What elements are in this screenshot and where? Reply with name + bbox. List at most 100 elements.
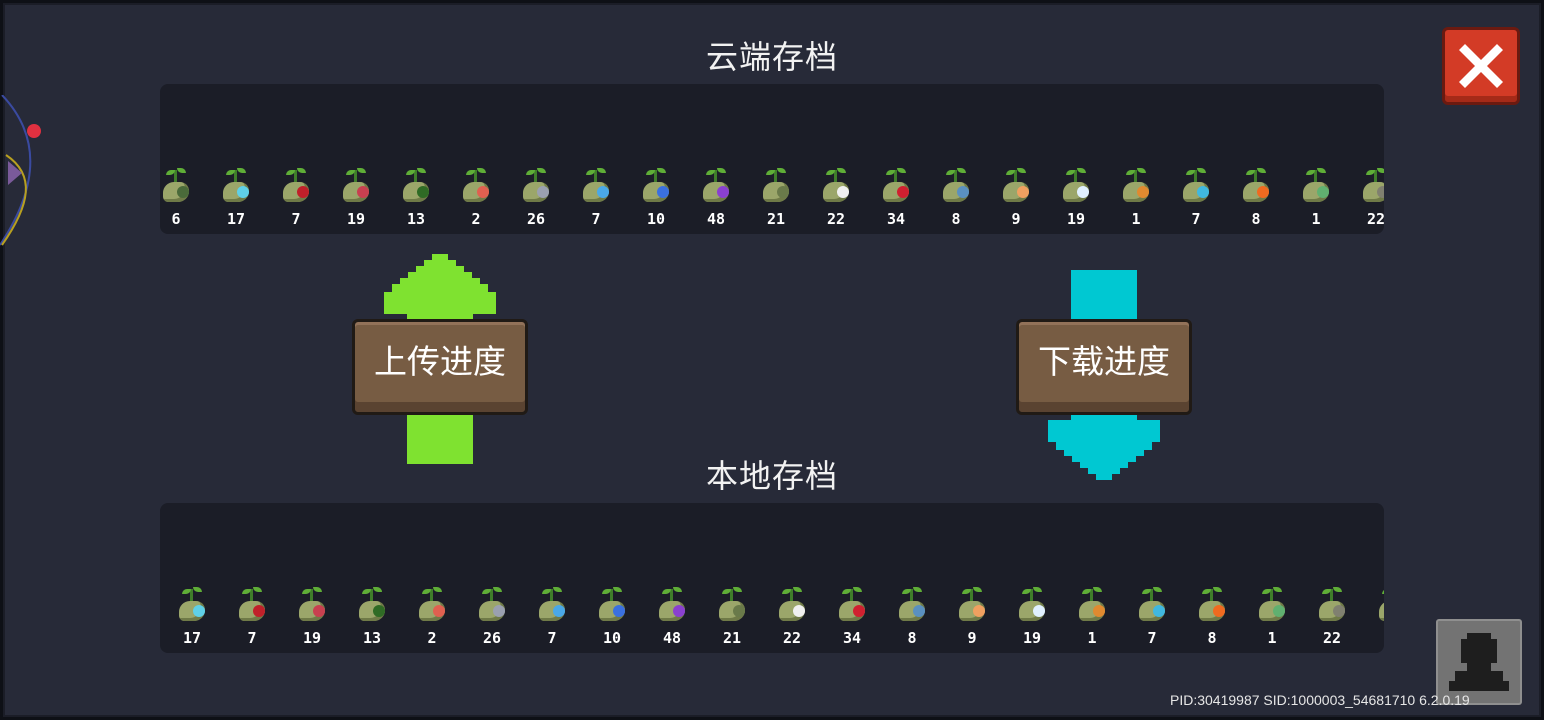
leaf-icon xyxy=(1137,168,1146,173)
flower-icon xyxy=(957,186,969,198)
leaf-icon xyxy=(237,168,246,173)
leaf-icon xyxy=(1153,587,1162,592)
leaf-icon xyxy=(166,170,175,175)
seed-count: 34 xyxy=(842,629,862,647)
seed-count: 1 xyxy=(1267,629,1277,647)
leaf-icon xyxy=(302,589,311,594)
seed-count: 21 xyxy=(766,210,786,228)
leaf-icon xyxy=(662,589,671,594)
flower-icon xyxy=(853,605,865,617)
leaf-icon xyxy=(313,587,322,592)
flower-icon xyxy=(553,605,565,617)
side-drawer-handle[interactable] xyxy=(0,95,45,255)
leaf-icon xyxy=(957,168,966,173)
sprout-stem xyxy=(1330,589,1333,603)
sprout-stem xyxy=(850,589,853,603)
flower-icon xyxy=(417,186,429,198)
sprout-stem xyxy=(654,170,657,184)
seed-count: 34 xyxy=(886,210,906,228)
flower-icon xyxy=(793,605,805,617)
leaf-icon xyxy=(1246,170,1255,175)
seed-count: 21 xyxy=(722,629,742,647)
seed-count: 8 xyxy=(907,629,917,647)
leaf-icon xyxy=(477,168,486,173)
leaf-icon xyxy=(793,587,802,592)
sprout-stem xyxy=(910,589,913,603)
leaf-icon xyxy=(1322,589,1331,594)
leaf-icon xyxy=(782,589,791,594)
seed-count: 7 xyxy=(1147,629,1157,647)
seed-item: 48 xyxy=(642,583,702,649)
leaf-icon xyxy=(482,589,491,594)
flower-icon xyxy=(177,186,189,198)
sprout-stem xyxy=(954,170,957,184)
sprout-stem xyxy=(594,170,597,184)
seed-item: 7 xyxy=(566,164,626,230)
seed-item: 7 xyxy=(222,583,282,649)
sprout-stem xyxy=(1314,170,1317,184)
local-save-title: 本地存档 xyxy=(705,457,838,495)
seed-item: 2 xyxy=(446,164,506,230)
leaf-icon xyxy=(853,587,862,592)
seed-item: 19 xyxy=(1002,583,1062,649)
sprout-stem xyxy=(294,170,297,184)
seed-item: 22 xyxy=(806,164,866,230)
flower-icon xyxy=(657,186,669,198)
seed-count: 22 xyxy=(782,629,802,647)
avatar-button[interactable] xyxy=(1436,619,1522,705)
seed-count: 10 xyxy=(602,629,622,647)
upload-progress-button[interactable]: 上传进度 xyxy=(352,319,528,415)
leaf-icon xyxy=(913,587,922,592)
leaf-icon xyxy=(897,168,906,173)
sprout-stem xyxy=(714,170,717,184)
cloud-save-title: 云端存档 xyxy=(705,38,838,76)
leaf-icon xyxy=(537,168,546,173)
seed-count: 48 xyxy=(662,629,682,647)
flower-icon xyxy=(357,186,369,198)
seed-count: 19 xyxy=(1066,210,1086,228)
seed-count: 1 xyxy=(1087,629,1097,647)
close-button[interactable] xyxy=(1442,27,1520,105)
flower-icon xyxy=(537,186,549,198)
sprout-stem xyxy=(1254,170,1257,184)
leaf-icon xyxy=(1317,168,1326,173)
sprout-stem xyxy=(414,170,417,184)
download-progress-button[interactable]: 下载进度 xyxy=(1016,319,1192,415)
sprout-stem xyxy=(610,589,613,603)
leaf-icon xyxy=(826,170,835,175)
seed-item: 8 xyxy=(882,583,942,649)
flower-icon xyxy=(897,186,909,198)
leaf-icon xyxy=(962,589,971,594)
leaf-icon xyxy=(602,589,611,594)
leaf-icon xyxy=(842,589,851,594)
leaf-icon xyxy=(777,168,786,173)
leaf-icon xyxy=(253,587,262,592)
leaf-icon xyxy=(1186,170,1195,175)
sprout-stem xyxy=(234,170,237,184)
sprout-stem xyxy=(474,170,477,184)
seed-icon xyxy=(1379,601,1384,621)
leaf-icon xyxy=(1066,170,1075,175)
seed-item: 17 xyxy=(206,164,266,230)
seed-item: 6 xyxy=(160,164,206,230)
sprout-stem xyxy=(970,589,973,603)
leaf-icon xyxy=(1093,587,1102,592)
seed-item: 13 xyxy=(386,164,446,230)
leaf-icon xyxy=(466,170,475,175)
leaf-icon xyxy=(542,589,551,594)
leaf-icon xyxy=(1213,587,1222,592)
seed-count: 2 xyxy=(471,210,481,228)
seed-item: 7 xyxy=(1122,583,1182,649)
sprout-stem xyxy=(534,170,537,184)
seed-count: 26 xyxy=(526,210,546,228)
flower-icon xyxy=(1017,186,1029,198)
leaf-icon xyxy=(422,589,431,594)
sprout-stem xyxy=(490,589,493,603)
seed-count: 7 xyxy=(247,629,257,647)
leaf-icon xyxy=(177,168,186,173)
flower-icon xyxy=(717,186,729,198)
seed-item: 2 xyxy=(402,583,462,649)
side-curve-blue xyxy=(0,95,32,246)
leaf-icon xyxy=(613,587,622,592)
seed-count: 19 xyxy=(346,210,366,228)
